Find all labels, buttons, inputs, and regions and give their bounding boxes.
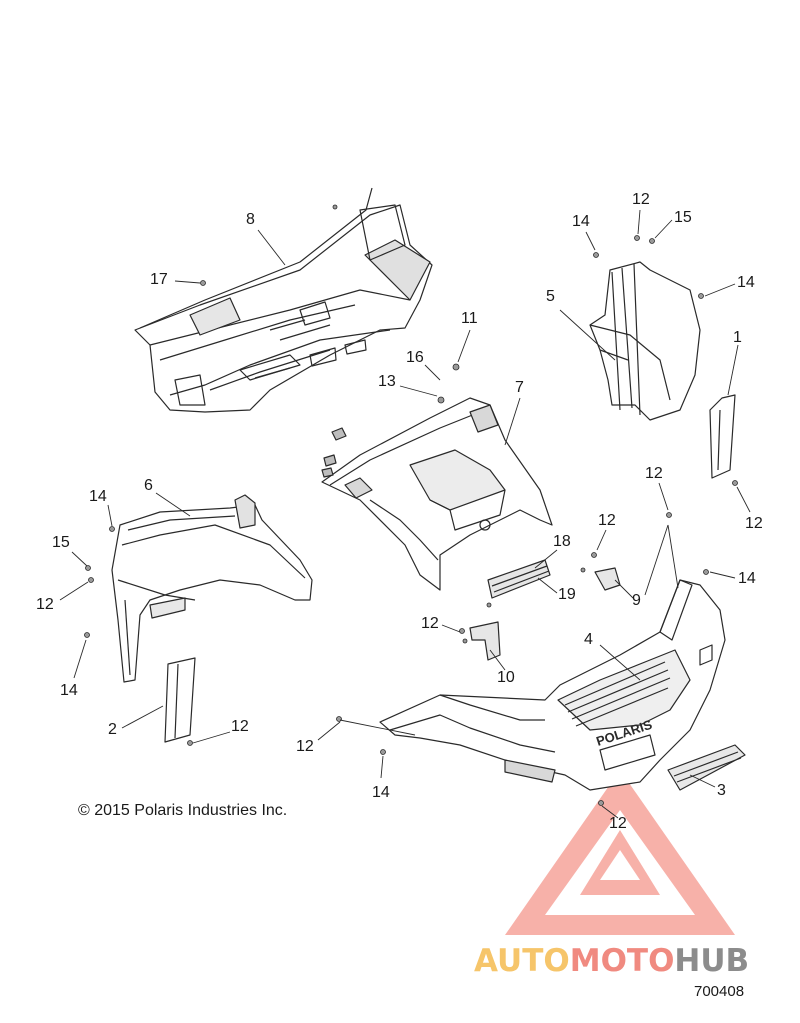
part-18-small-grille [487, 559, 551, 599]
fasteners [84, 204, 738, 806]
callout-12: 12 [296, 738, 314, 755]
part-4-front-bumper [379, 579, 726, 791]
callout-14: 14 [372, 784, 390, 801]
part-8-dash-cowl [134, 187, 433, 413]
callout-8: 8 [246, 211, 255, 228]
part-5-right-side-panel [589, 261, 701, 421]
part-6-left-fender [111, 494, 313, 683]
callout-2: 2 [108, 721, 117, 738]
callout-14: 14 [738, 570, 756, 587]
watermark-part-auto: AUTO [474, 943, 570, 979]
callout-14: 14 [572, 213, 590, 230]
callout-12: 12 [231, 718, 249, 735]
callout-19: 19 [558, 586, 576, 603]
callout-12: 12 [632, 191, 650, 208]
callout-4: 4 [584, 631, 593, 648]
callout-5: 5 [546, 288, 555, 305]
callout-15: 15 [674, 209, 692, 226]
callout-3: 3 [717, 782, 726, 799]
callout-18: 18 [553, 533, 571, 550]
callout-15: 15 [52, 534, 70, 551]
clips-7 [321, 427, 347, 478]
watermark-part-moto: MOTO [569, 943, 675, 979]
callout-16: 16 [406, 349, 424, 366]
callout-14: 14 [737, 274, 755, 291]
callout-7: 7 [515, 379, 524, 396]
callout-13: 13 [378, 373, 396, 390]
copyright-notice: © 2015 Polaris Industries Inc. [78, 802, 288, 819]
callout-12: 12 [36, 596, 54, 613]
callout-1: 1 [733, 329, 742, 346]
watermark-part-hub: HUB [674, 943, 750, 979]
callout-12: 12 [609, 815, 627, 832]
callout-11: 11 [461, 310, 478, 327]
part-10-bracket [469, 621, 501, 661]
diagram-id: 700408 [694, 983, 745, 1000]
part-1-bracket [709, 394, 736, 479]
callout-12: 12 [645, 465, 663, 482]
callout-9: 9 [632, 592, 641, 609]
callout-12: 12 [598, 512, 616, 529]
callout-14: 14 [60, 682, 78, 699]
callout-10: 10 [497, 669, 515, 686]
part-3-grille-insert [667, 744, 746, 791]
watermark-logo-icon [505, 770, 735, 935]
watermark-wordmark: AUTOMOTOHUB [474, 943, 749, 979]
callout-12: 12 [421, 615, 439, 632]
leader-lines [59, 209, 751, 819]
part-7-hood [321, 397, 553, 591]
callout-14: 14 [89, 488, 107, 505]
callout-6: 6 [144, 477, 153, 494]
callout-17: 17 [150, 271, 168, 288]
part-9-bracket [594, 567, 621, 591]
callout-12: 12 [745, 515, 763, 532]
part-2-bracket [164, 657, 196, 743]
